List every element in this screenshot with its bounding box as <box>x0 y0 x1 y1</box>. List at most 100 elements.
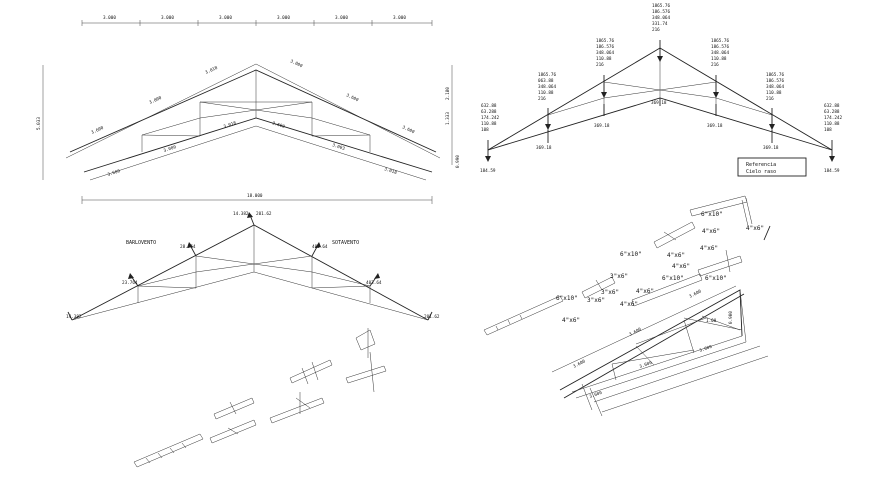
member-label: 3.000 <box>289 58 304 69</box>
load-value: 216 <box>652 27 660 33</box>
load-value: 108 <box>824 127 832 133</box>
section-label: 4"x6" <box>700 245 718 252</box>
dim-label: 3.000 <box>393 15 406 21</box>
node-value: 28.764 <box>180 244 196 250</box>
side-dim-label: 0.990 <box>455 155 461 168</box>
reaction-value: 184.59 <box>824 168 840 174</box>
member-label: 3.018 <box>223 120 238 130</box>
dim-label: 3.000 <box>277 15 290 21</box>
load-value: 174.242 <box>481 115 500 121</box>
load-value: 1865.76 <box>596 38 615 44</box>
member-label: 3.018 <box>383 166 398 176</box>
dim-label: 3.000 <box>335 15 348 21</box>
section-label: 4"x6" <box>636 288 654 295</box>
truss-top-dims: 3.000 3.000 3.000 3.000 3.000 3.000 18.0… <box>36 15 406 199</box>
load-value: 632.88 <box>481 103 497 109</box>
member-label: 3.600 <box>107 168 122 178</box>
wind-diagram-geometry <box>67 212 433 321</box>
load-value: 63.288 <box>481 109 497 115</box>
leeward-title: SOTAVENTO <box>332 240 359 246</box>
member-label: 3.600 <box>401 124 416 135</box>
load-value: 110.88 <box>481 121 497 127</box>
legend-box <box>737 157 807 177</box>
load-value: 216 <box>766 96 774 102</box>
load-value: 1865.76 <box>711 38 730 44</box>
load-value: 186.576 <box>652 9 671 15</box>
reaction-value: 369.18 <box>651 100 667 106</box>
load-value: 174.242 <box>824 115 843 121</box>
detail-geometry <box>483 195 771 417</box>
length-label: 1.00 <box>706 318 717 324</box>
windward-title: BARLOVENTO <box>126 240 156 246</box>
section-label: 3"x6" <box>601 289 619 296</box>
dim-label: 3.000 <box>219 15 232 21</box>
section-label: 4"x6" <box>667 252 685 259</box>
load-value: 186.576 <box>766 78 785 84</box>
bottom-dim-label: 18.000 <box>247 193 263 199</box>
load-value: 186.576 <box>711 44 730 50</box>
reaction-value: 369.18 <box>763 145 779 151</box>
member-label: 3.600 <box>271 120 286 130</box>
load-value: 348.064 <box>652 15 671 21</box>
truss-member-labels: 3.600 3.000 3.018 3.000 3.600 3.600 3.00… <box>90 58 415 178</box>
length-label: 3.600 <box>699 344 714 354</box>
length-label: 3.600 <box>572 358 587 370</box>
section-label: 4"x6" <box>702 228 720 235</box>
load-value: 108 <box>481 127 489 133</box>
load-value: 1865.76 <box>766 72 785 78</box>
section-label: 6"x10" <box>662 275 684 282</box>
load-value: 110.88 <box>538 90 554 96</box>
member-label: 3.600 <box>345 92 360 103</box>
dim-label: 3.000 <box>161 15 174 21</box>
legend-title: Referencia <box>746 162 776 168</box>
load-value: 216 <box>596 62 604 68</box>
load-diagram-geometry <box>451 40 835 177</box>
load-value: 186.576 <box>596 44 615 50</box>
load-value: 63.288 <box>824 109 840 115</box>
section-label: 4"x6" <box>746 225 764 232</box>
load-value: 110.88 <box>596 56 612 62</box>
load-value: 216 <box>711 62 719 68</box>
member-label: 3.003 <box>331 142 346 152</box>
load-value: 331.74 <box>652 21 668 27</box>
end-value: 14.382 <box>66 314 82 320</box>
length-label: 3.600 <box>639 360 654 370</box>
load-value: 632.88 <box>824 103 840 109</box>
node-value: 23.764 <box>122 280 138 286</box>
side-dim-label: 2.180 <box>445 87 451 100</box>
apex-value: 201.62 <box>256 211 272 217</box>
reaction-value: 369.18 <box>594 123 610 129</box>
load-value: 216 <box>538 96 546 102</box>
member-label: 3.000 <box>148 95 163 106</box>
reaction-value: 184.59 <box>480 168 496 174</box>
section-label: 6"x10" <box>701 211 723 218</box>
reaction-value: 369.18 <box>707 123 723 129</box>
load-value: 110.88 <box>711 56 727 62</box>
section-label: 6"x10" <box>556 295 578 302</box>
joint-details <box>133 328 387 468</box>
section-label: 3"x6" <box>587 297 605 304</box>
node-value: 403.64 <box>366 280 382 286</box>
section-label: 4"x6" <box>562 317 580 324</box>
member-label: 3.000 <box>163 144 178 154</box>
wind-diagram-labels: 14.382 201.62 BARLOVENTO SOTAVENTO 23.76… <box>66 211 440 320</box>
load-value: 063.88 <box>538 78 554 84</box>
dim-label: 3.000 <box>103 15 116 21</box>
apex-value: 14.382 <box>233 211 249 217</box>
length-label: 0.900 <box>728 311 734 324</box>
load-value: 348.064 <box>711 50 730 56</box>
length-label: 3.600 <box>628 326 643 338</box>
load-value: 110.88 <box>824 121 840 127</box>
load-value: 348.064 <box>766 84 785 90</box>
member-label: 3.600 <box>90 125 105 136</box>
height-dim-label: 5.033 <box>36 117 42 130</box>
section-label: 4"x6" <box>620 301 638 308</box>
load-value: 1865.76 <box>538 72 557 78</box>
node-value: 403.64 <box>312 244 328 250</box>
section-label: 6"x10" <box>620 251 642 258</box>
end-value: 201.62 <box>424 314 440 320</box>
load-value: 1865.76 <box>652 3 671 9</box>
section-label: 4"x6" <box>672 263 690 270</box>
